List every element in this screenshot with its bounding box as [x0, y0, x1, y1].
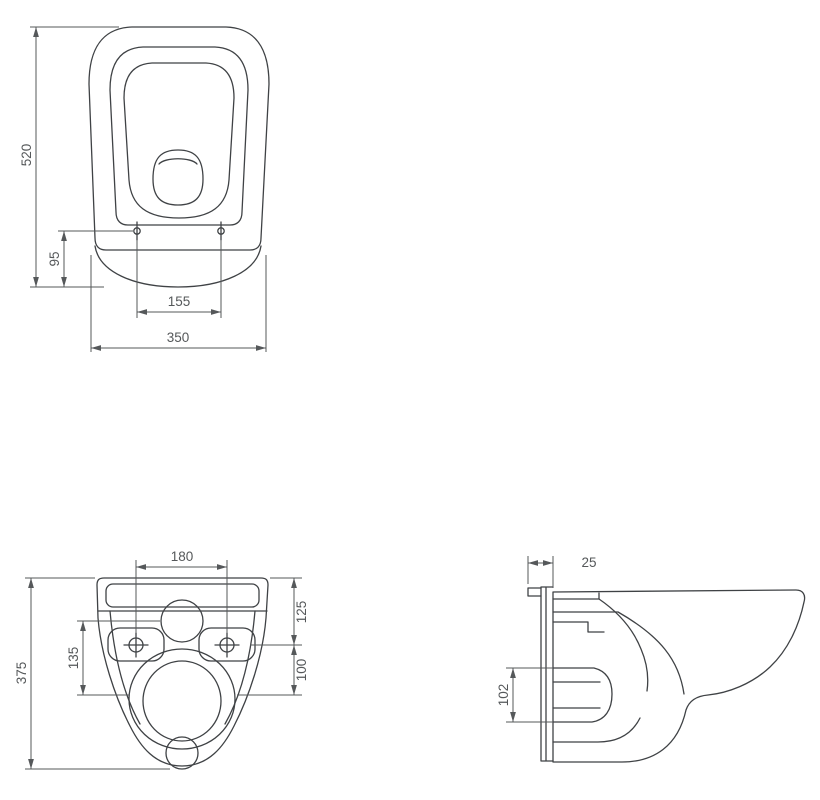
seat-ring — [109, 46, 249, 226]
dim-375-label: 375 — [14, 662, 29, 685]
wall-plate — [540, 586, 554, 762]
dim-155-label: 155 — [168, 294, 191, 309]
dim-25-label: 25 — [581, 555, 596, 570]
dim-125-label: 125 — [294, 601, 309, 624]
wall-bracket-tab — [527, 587, 542, 597]
side-view-dimensions: 25 102 — [496, 555, 597, 723]
side-wall-line-left — [109, 610, 141, 725]
outlet-horn — [552, 667, 613, 723]
dim-180-label: 180 — [171, 549, 194, 564]
inlet-step-upper — [552, 592, 600, 600]
bottom-hole-left-cross — [123, 632, 149, 658]
toilet-body-outline — [88, 26, 270, 251]
drain-outline — [152, 149, 204, 206]
top-view — [88, 26, 270, 288]
dim-95-label: 95 — [47, 251, 62, 266]
flange-inner-plate — [105, 583, 260, 608]
dim-102-label: 102 — [496, 684, 511, 707]
bottom-body-outline — [96, 577, 269, 767]
inlet-circle — [160, 599, 204, 643]
bowl-outer-oval — [128, 648, 236, 750]
bowl-inner-oval — [142, 660, 222, 742]
top-view-dimensions: 520 95 155 350 — [19, 26, 267, 352]
outlet-horn-inner-lines — [552, 681, 601, 709]
inlet-step-lower — [552, 621, 605, 633]
bottom-view — [96, 577, 269, 770]
flush-channel-curve — [598, 598, 649, 692]
dim-520-label: 520 — [19, 144, 34, 167]
dim-135-label: 135 — [66, 647, 81, 670]
dim-100-label: 100 — [294, 659, 309, 682]
inner-bowl-line — [552, 611, 685, 695]
side-body-outline — [552, 589, 806, 763]
drain-inner-arc — [158, 158, 198, 165]
drain-circle — [165, 736, 199, 770]
bottom-view-dimensions: 180 125 100 135 375 — [14, 549, 309, 770]
trap-line — [552, 717, 641, 743]
side-wall-line-right — [224, 610, 256, 725]
bottom-hole-right-cross — [214, 632, 240, 658]
dim-350-label: 350 — [167, 330, 190, 345]
front-rim-arc — [94, 245, 262, 288]
side-view — [527, 586, 806, 763]
bowl-opening — [123, 62, 235, 219]
